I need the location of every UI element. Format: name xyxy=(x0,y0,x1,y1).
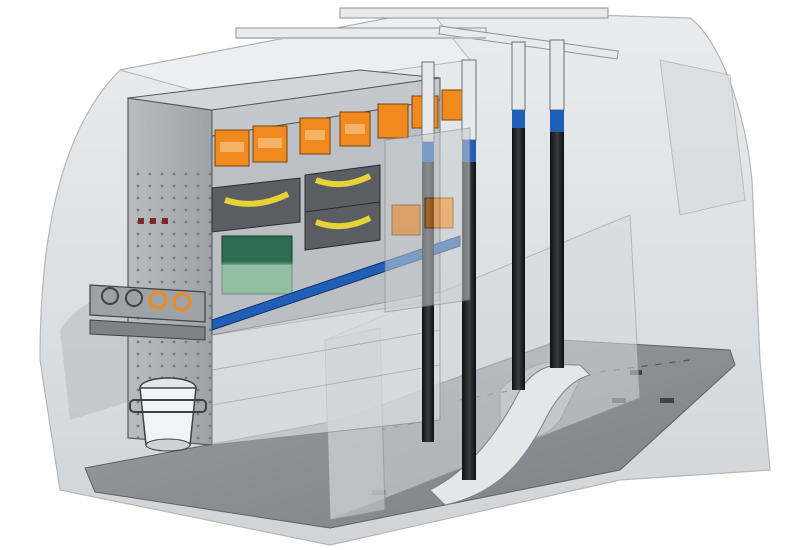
lower-compartments xyxy=(211,291,441,446)
roof-rails xyxy=(235,7,619,60)
side-bracket xyxy=(89,284,206,341)
storage-drawers xyxy=(211,164,381,295)
tool-case xyxy=(221,235,293,265)
rear-shelving-section xyxy=(384,127,471,313)
side-window-outline xyxy=(659,59,746,216)
floor-lashing-point xyxy=(660,398,674,403)
bucket xyxy=(129,377,207,452)
parts-bins-row xyxy=(214,89,465,167)
cargo-bar-4 xyxy=(549,39,565,368)
cargo-bar-3 xyxy=(511,41,526,390)
